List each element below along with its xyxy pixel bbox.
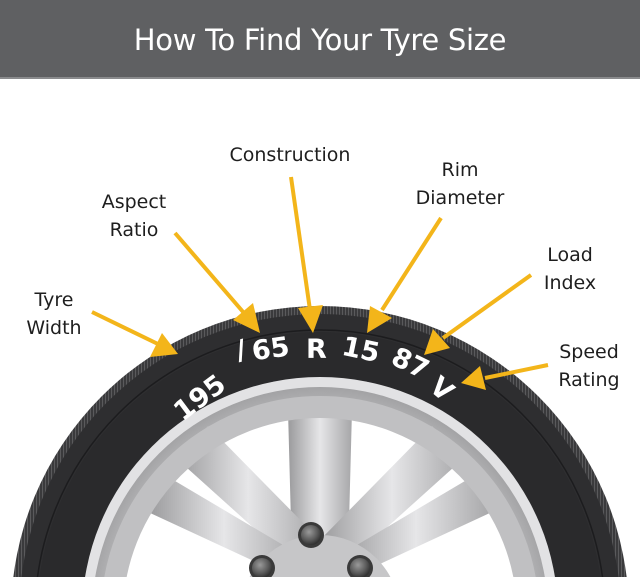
label-load-index: Load Index	[537, 241, 603, 297]
label-construction-line1: Construction	[229, 144, 351, 166]
label-speed-rating-line1: Speed	[559, 341, 619, 363]
code-rim-diameter: 15	[339, 331, 382, 369]
label-load-index-line1: Load	[547, 244, 593, 266]
arrow-construction	[289, 176, 323, 333]
label-aspect-ratio-line2: Ratio	[109, 219, 159, 241]
label-speed-rating: Speed Rating	[552, 338, 626, 394]
label-speed-rating-line2: Rating	[558, 369, 620, 391]
label-rim-diameter: Rim Diameter	[408, 156, 512, 212]
label-tyre-width-line2: Width	[26, 317, 82, 339]
label-load-index-line2: Index	[543, 272, 597, 294]
label-aspect-ratio-line1: Aspect	[101, 191, 167, 213]
code-construction: R	[306, 334, 327, 365]
page-title: How To Find Your Tyre Size	[133, 22, 507, 57]
wheel-rim	[85, 377, 555, 577]
arrow-rim-diameter	[367, 216, 443, 333]
label-tyre-width: Tyre Width	[22, 286, 86, 342]
lug-nuts	[249, 522, 373, 577]
arrow-speed-rating	[461, 363, 549, 390]
code-aspect-ratio: 65	[250, 331, 292, 367]
label-rim-diameter-line1: Rim	[441, 159, 479, 181]
arrow-tyre-width	[91, 310, 178, 357]
callout-arrows	[91, 176, 549, 390]
label-rim-diameter-line2: Diameter	[415, 187, 505, 209]
label-tyre-width-line1: Tyre	[34, 289, 74, 311]
arrow-aspect-ratio	[173, 231, 260, 333]
label-construction: Construction	[220, 141, 360, 169]
label-aspect-ratio: Aspect Ratio	[94, 188, 174, 244]
title-banner: How To Find Your Tyre Size	[0, 0, 640, 79]
arrow-load-index	[424, 273, 533, 355]
